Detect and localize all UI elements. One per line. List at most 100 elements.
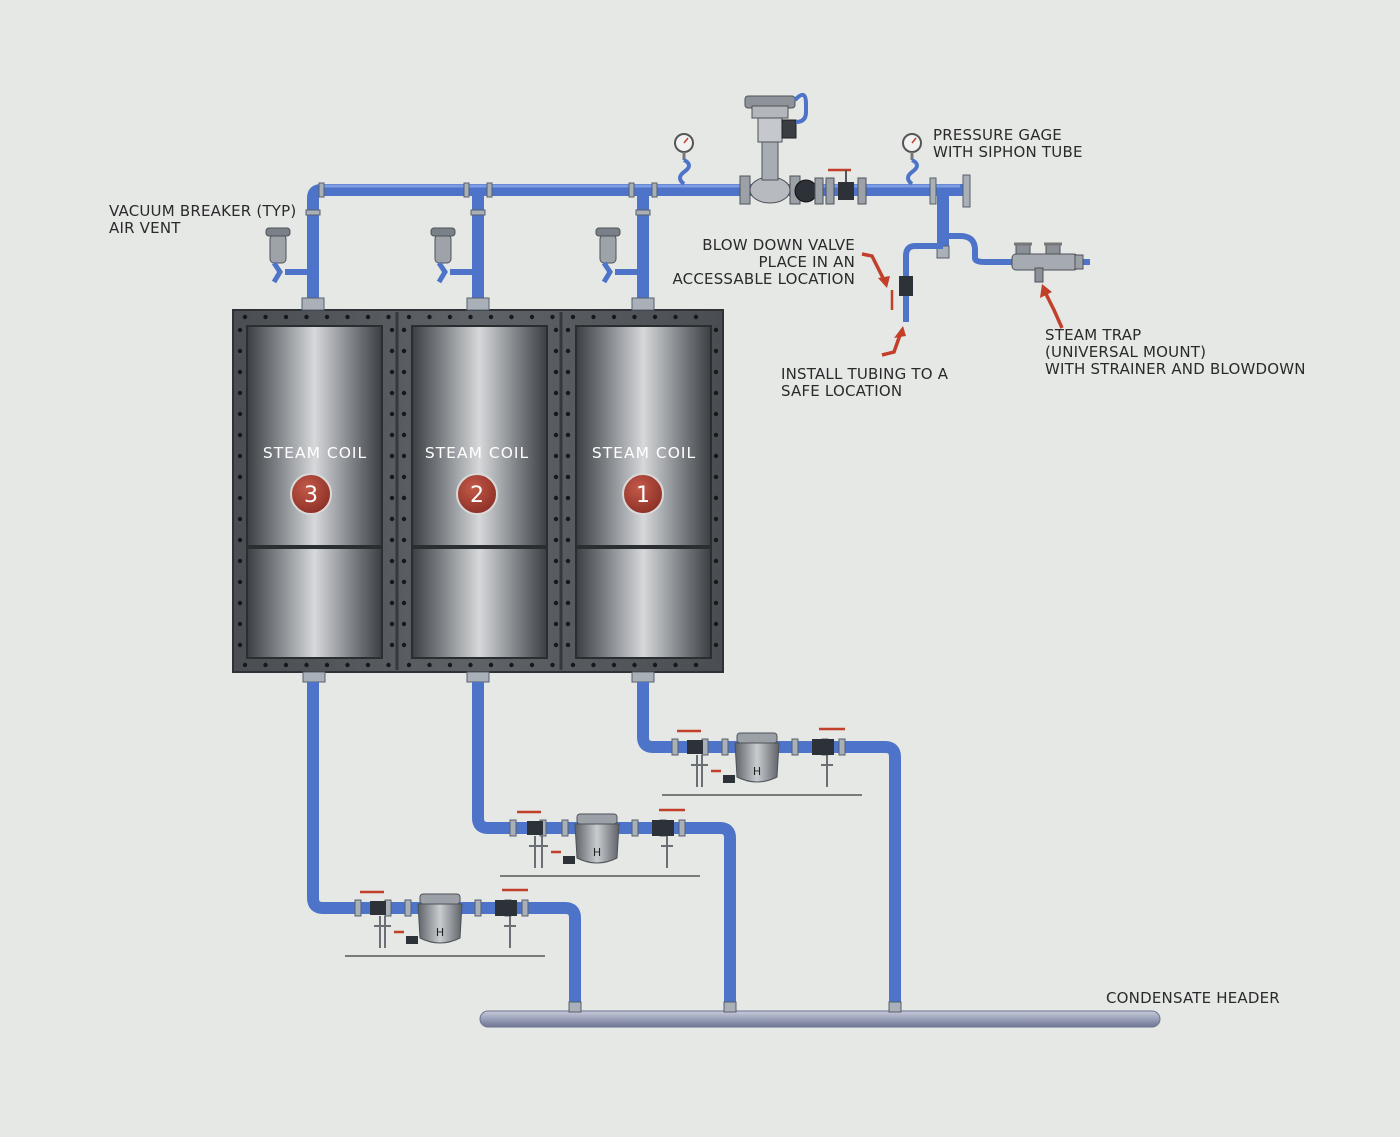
bolt [713, 369, 719, 375]
bolt [406, 314, 412, 320]
vacuum-breaker-icon [265, 227, 307, 284]
coil-1-outlet-flange [631, 671, 655, 683]
bolt [529, 314, 535, 320]
bolt [401, 390, 407, 396]
end-flange [962, 174, 971, 208]
trap-mark: H [753, 765, 761, 778]
bolt [553, 432, 559, 438]
bolt [509, 662, 514, 668]
blow-down-label-1: BLOW DOWN VALVE [702, 236, 855, 254]
bolt [401, 411, 407, 417]
bolt [304, 314, 309, 320]
bolt [237, 558, 243, 564]
coil-1-inlet-flange [631, 297, 655, 311]
bolt [401, 579, 407, 585]
strainer-icon [794, 177, 824, 205]
bolt [237, 516, 243, 522]
pipe-union [678, 819, 686, 837]
coil-3-number: 3 [304, 483, 318, 508]
bolt [713, 390, 719, 396]
bolt [565, 516, 571, 522]
bolt [389, 558, 395, 564]
bolt [565, 558, 571, 564]
condensate-header-label: CONDENSATE HEADER [1106, 989, 1280, 1007]
steam-supply-piping [265, 92, 1090, 322]
ball-valve-icon [495, 900, 517, 916]
bolt [389, 516, 395, 522]
bolt [406, 662, 412, 668]
pipe-union [404, 899, 412, 917]
trap-station: H [500, 808, 700, 877]
bolt [386, 662, 391, 668]
bolt [389, 579, 395, 585]
pipe-union [631, 819, 639, 837]
trap-cap [576, 813, 618, 825]
coil-2-inlet-flange [466, 297, 490, 311]
bolt [553, 348, 559, 354]
pipe-flange [929, 177, 937, 205]
bolt [570, 662, 576, 668]
pressure-gauge-icon [902, 133, 922, 186]
vacuum-breaker-icon [430, 227, 472, 284]
bolt [237, 390, 243, 396]
bolt [389, 369, 395, 375]
ball-valve-icon [527, 821, 543, 835]
trap-blowdown [723, 775, 735, 783]
pipe-union [791, 738, 799, 756]
bolt [565, 537, 571, 543]
bolt [401, 432, 407, 438]
pressure-gauge-icon [674, 133, 694, 186]
bolt [550, 314, 555, 320]
bolt [553, 453, 559, 459]
bolt [693, 662, 699, 668]
bolt [401, 516, 407, 522]
pipe-union [474, 899, 482, 917]
bolt [401, 621, 407, 627]
coil-2-outlet-flange [466, 671, 490, 683]
bolt [713, 621, 719, 627]
bolt [553, 621, 559, 627]
bolt [389, 537, 395, 543]
bolt [565, 621, 571, 627]
pipe-coupling [651, 182, 658, 198]
bolt [389, 642, 395, 648]
bolt [389, 495, 395, 501]
bolt [237, 432, 243, 438]
bolt [468, 662, 473, 668]
bolt [553, 579, 559, 585]
pipe-coupling [486, 182, 493, 198]
pipe-coupling [305, 209, 321, 216]
pipe-union [521, 899, 529, 917]
bolt [447, 314, 453, 320]
steam-coil-cabinet: STEAM COIL STEAM COIL STEAM COIL 3 2 1 [232, 309, 724, 673]
bolt [611, 662, 617, 668]
bolt [713, 495, 719, 501]
bolt [389, 432, 395, 438]
bolt [652, 314, 658, 320]
trap-stations: HHH [345, 727, 862, 957]
blow-down-arrow [861, 252, 886, 281]
bolt [237, 600, 243, 606]
callout-arrows [861, 252, 1064, 357]
bolt [389, 621, 395, 627]
pipe-union [721, 738, 729, 756]
steam-trap-label-2: (UNIVERSAL MOUNT) [1045, 343, 1206, 361]
bolt [570, 314, 576, 320]
coil-1-badge [622, 473, 664, 515]
coil-1-title: STEAM COIL [592, 444, 696, 462]
bolt [565, 432, 571, 438]
bolt [713, 432, 719, 438]
trap-cap [419, 893, 461, 905]
bolt [591, 662, 596, 668]
bolt [550, 662, 555, 668]
pipe-coupling [463, 182, 470, 198]
arrowhead [878, 276, 890, 288]
ball-valve-icon [652, 820, 674, 836]
bolt [389, 600, 395, 606]
bolt [242, 662, 248, 668]
bolt [565, 474, 571, 480]
pipe-union [561, 819, 569, 837]
coil-3-lower [246, 547, 383, 659]
air-vent-label: AIR VENT [109, 219, 181, 237]
